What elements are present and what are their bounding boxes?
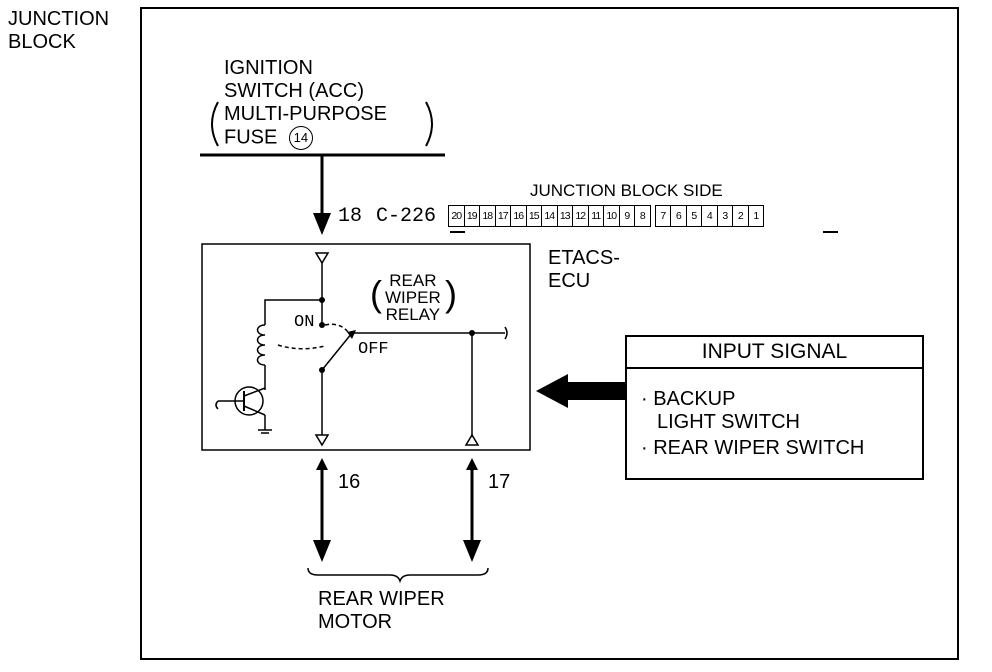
connector-pin: 19 (464, 205, 480, 227)
relay-paren-right: ) (445, 273, 457, 314)
fuse-number-circle: 14 (288, 126, 313, 150)
wire-18-number: 18 (338, 205, 363, 228)
wire-18-label: 18 (338, 205, 362, 228)
power-source-line-2: SWITCH (ACC) (224, 80, 364, 102)
connector-pin: 20 (448, 205, 465, 227)
input-item-rear-wiper-switch: · REAR WIPER SWITCH (641, 437, 865, 459)
power-source-line-3: MULTI-PURPOSE (224, 103, 387, 125)
connector-pin: 17 (495, 205, 511, 227)
connector-pin: 16 (511, 205, 527, 227)
connector-pin: 15 (526, 205, 542, 227)
junction-block-frame (140, 7, 959, 660)
connector-pin: 14 (542, 205, 558, 227)
connector-pin: 8 (635, 205, 651, 227)
junction-block-label: JUNCTION BLOCK (8, 8, 109, 54)
switch-on-label: ON (294, 313, 315, 332)
input-signal-title: INPUT SIGNAL (627, 337, 922, 369)
connector-side-label: JUNCTION BLOCK SIDE (530, 181, 723, 200)
motor-brace (307, 567, 489, 584)
relay-label-line-1: REAR (389, 271, 437, 290)
relay-label-line-2: WIPER (385, 288, 441, 307)
connector-pin: 13 (557, 205, 573, 227)
connector-pin: 5 (686, 205, 702, 227)
relay-label-line-3: RELAY (385, 305, 441, 324)
motor-label: REAR WIPER MOTOR (318, 588, 445, 634)
etacs-ecu-box (201, 243, 531, 451)
connector-pin: 2 (733, 205, 749, 227)
connector-pin: 7 (654, 205, 671, 227)
connector-pin: 6 (671, 205, 687, 227)
junction-block-line-2: BLOCK (8, 31, 76, 53)
power-source-label: IGNITION SWITCH (ACC) MULTI-PURPOSE FUSE… (224, 57, 387, 150)
ecu-label: ETACS- ECU (548, 247, 620, 293)
motor-label-line-1: REAR WIPER (318, 588, 445, 610)
wire-16-label: 16 (338, 471, 361, 493)
fuse-number: 14 (293, 130, 309, 145)
wire-18-arrow (313, 213, 331, 235)
ecu-label-line-2: ECU (548, 270, 591, 292)
connector-pin: 9 (619, 205, 635, 227)
connector-pin: 1 (748, 205, 764, 227)
ecu-label-line-1: ETACS- (548, 247, 620, 269)
relay-paren-left: ( (370, 273, 382, 314)
input-item-backup-2: LIGHT SWITCH (657, 411, 800, 433)
wire-17-label: 17 (488, 471, 511, 493)
input-item-backup: · BACKUP (641, 388, 736, 410)
connector-pin: 10 (604, 205, 620, 227)
power-source-line-1: IGNITION (224, 57, 313, 79)
connector-pin: 12 (573, 205, 589, 227)
switch-off-label: OFF (358, 340, 389, 359)
connector-pin: 11 (588, 205, 604, 227)
power-source-line-4: FUSE 14 (224, 126, 387, 150)
connector-pin: 18 (480, 205, 496, 227)
input-signal-arrow-shaft (560, 382, 626, 400)
relay-label: REAR WIPER RELAY (385, 272, 441, 323)
input-signal-arrow-head (536, 374, 568, 408)
motor-label-line-2: MOTOR (318, 611, 393, 633)
connector-id: C-226 (376, 205, 437, 228)
junction-block-line-1: JUNCTION (8, 8, 110, 30)
fuse-text: FUSE (224, 126, 278, 149)
input-signal-box: INPUT SIGNAL · BACKUP LIGHT SWITCH · REA… (625, 335, 924, 480)
connector-pin: 4 (702, 205, 718, 227)
connector-pin: 3 (717, 205, 733, 227)
